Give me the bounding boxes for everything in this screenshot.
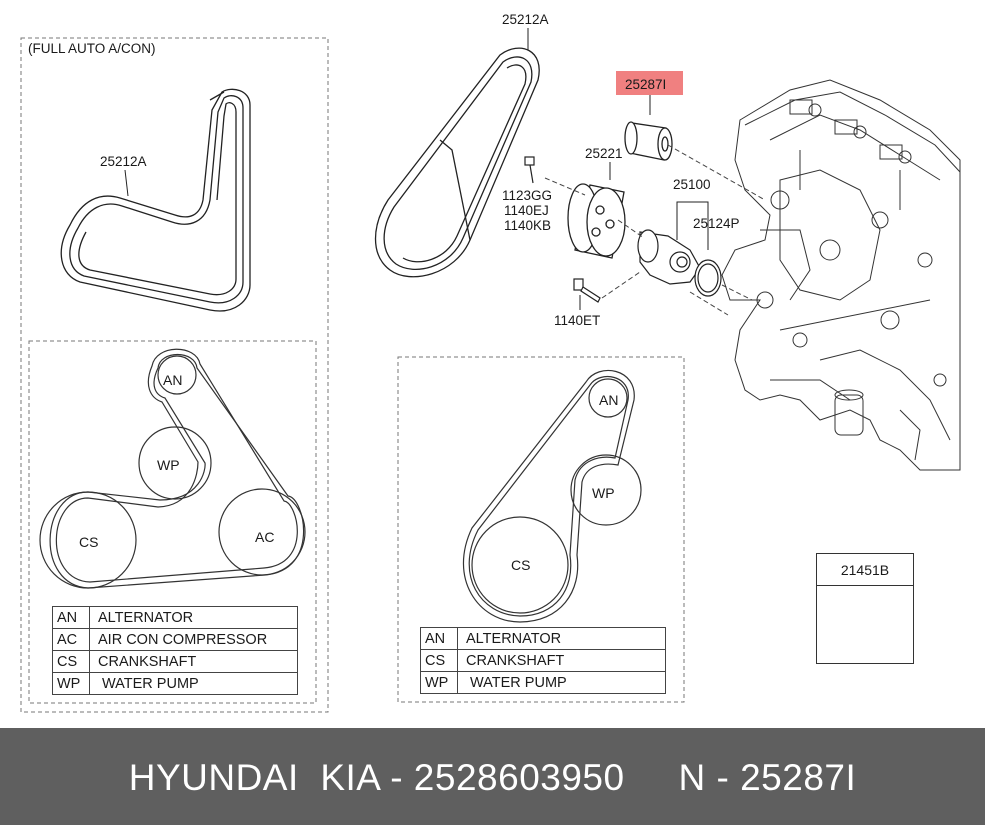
middle-pulley-an bbox=[588, 378, 628, 418]
pump-dashline bbox=[617, 219, 645, 239]
legend-name: WATER PUMP bbox=[457, 671, 666, 694]
pump-pulley-drawing bbox=[567, 183, 626, 259]
legend-code: CS bbox=[52, 650, 90, 673]
legend-name: AIR CON COMPRESSOR bbox=[89, 628, 298, 651]
pulley-label: 25221 bbox=[585, 146, 623, 161]
water-pump-drawing bbox=[637, 229, 722, 297]
pump-assembly-label: 25100 bbox=[673, 177, 711, 192]
left-pulley-an-label: AN bbox=[163, 372, 182, 388]
legend-name: WATER PUMP bbox=[89, 672, 298, 695]
idler-pulley-drawing bbox=[624, 121, 673, 161]
highlight-badge bbox=[616, 71, 683, 95]
sealant-part-box: 21451B bbox=[816, 553, 914, 664]
bolt-label-3: 1140KB bbox=[504, 218, 551, 233]
bolt-label-2: 1140EJ bbox=[504, 203, 549, 218]
middle-pulley-wp bbox=[570, 454, 642, 526]
bolt-upper-drawing bbox=[524, 156, 535, 184]
legend-name: ALTERNATOR bbox=[457, 627, 666, 650]
middle-pulley-cs-label: CS bbox=[511, 557, 530, 573]
middle-pulley-wp-label: WP bbox=[592, 485, 615, 501]
legend-code: AN bbox=[420, 627, 458, 650]
left-pulley-wp-label: WP bbox=[157, 457, 180, 473]
middle-pulley-cs bbox=[471, 516, 569, 614]
pump-bolt-dashline bbox=[601, 271, 641, 299]
legend-code: AC bbox=[52, 628, 90, 651]
middle-panel-frame bbox=[397, 356, 685, 703]
left-belt-drawing bbox=[60, 88, 251, 312]
footer-part-numbers: HYUNDAI KIA - 2528603950 N - 25287I bbox=[128, 757, 857, 798]
sealant-part-label: 21451B bbox=[817, 554, 913, 586]
left-panel-title: (FULL AUTO A/CON) bbox=[28, 41, 156, 56]
idler-dashline bbox=[667, 144, 766, 201]
legend-code: CS bbox=[420, 649, 458, 672]
engine-block-drawing bbox=[721, 79, 961, 471]
left-belt-layout-frame bbox=[28, 340, 317, 704]
highlighted-part-label: 25287I bbox=[625, 77, 666, 92]
footer-banner: HYUNDAI KIA - 2528603950 N - 25287I bbox=[0, 728, 985, 825]
left-panel-frame bbox=[20, 37, 329, 713]
legend-code: AN bbox=[52, 606, 90, 629]
left-pulley-cs-label: CS bbox=[79, 534, 98, 550]
legend-code: WP bbox=[52, 672, 90, 695]
legend-code: WP bbox=[420, 671, 458, 694]
parts-diagram: (FULL AUTO A/CON) 25212A AN WP CS AC AN … bbox=[20, 12, 961, 713]
top-belt-label: 25212A bbox=[502, 12, 549, 27]
bolt-lower-label: 1140ET bbox=[554, 313, 600, 328]
top-belt-drawing bbox=[374, 47, 540, 278]
legend-name: CRANKSHAFT bbox=[457, 649, 666, 672]
left-pulley-an bbox=[157, 355, 197, 395]
middle-pulley-an-label: AN bbox=[599, 392, 618, 408]
middle-routing bbox=[462, 369, 642, 623]
legend-row: WP WATER PUMP bbox=[52, 672, 298, 695]
pump-bracket-leader bbox=[676, 201, 709, 250]
bolt-lower-drawing bbox=[573, 278, 601, 303]
legend-name: CRANKSHAFT bbox=[89, 650, 298, 673]
bolt-upper-dashline bbox=[544, 177, 586, 196]
left-pulley-ac-label: AC bbox=[255, 529, 274, 545]
left-belt-label: 25212A bbox=[100, 154, 147, 169]
legend-name: ALTERNATOR bbox=[89, 606, 298, 629]
gasket-label: 25124P bbox=[693, 216, 740, 231]
left-belt-label-leader bbox=[124, 169, 129, 197]
gasket-dashline bbox=[721, 284, 753, 301]
bolt-label-1: 1123GG bbox=[502, 188, 552, 203]
left-routing bbox=[39, 348, 306, 589]
legend-row: WP WATER PUMP bbox=[420, 671, 666, 694]
